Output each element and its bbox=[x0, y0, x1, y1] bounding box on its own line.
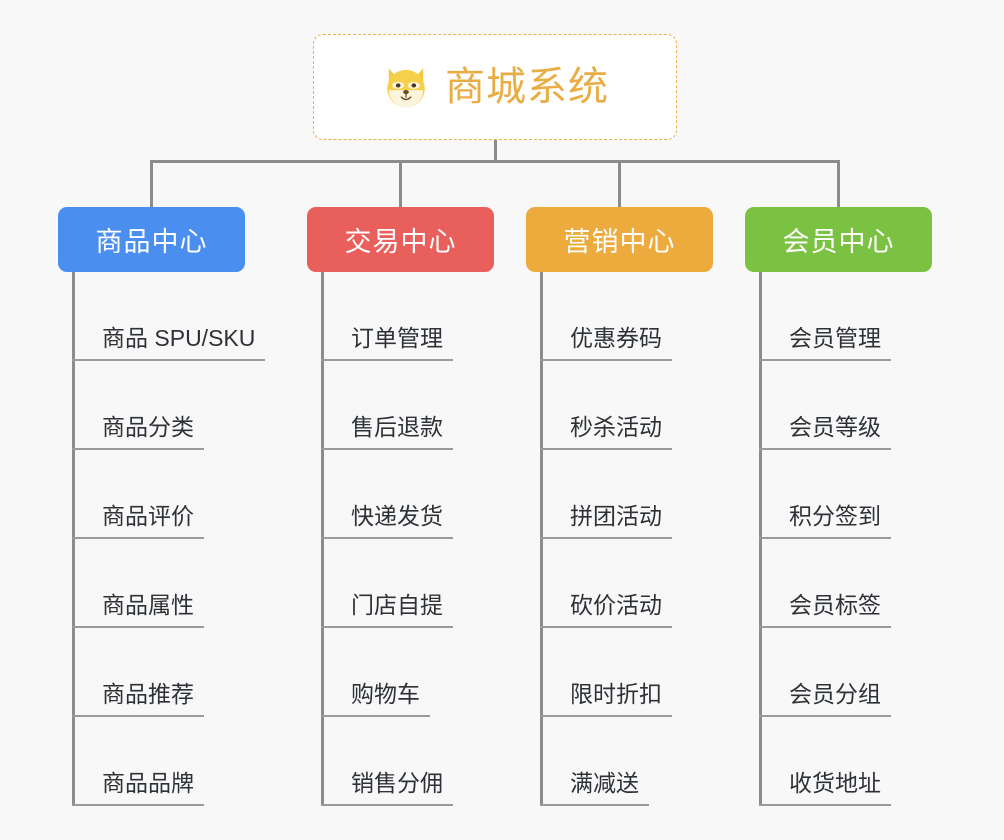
leaf-label: 商品 SPU/SKU bbox=[72, 325, 266, 361]
list-item[interactable]: 会员等级 bbox=[759, 361, 1004, 450]
list-item[interactable]: 销售分佣 bbox=[321, 717, 581, 806]
list-item[interactable]: 会员标签 bbox=[759, 539, 1004, 628]
list-item[interactable]: 门店自提 bbox=[321, 539, 581, 628]
leaf-label: 限时折扣 bbox=[540, 681, 672, 717]
root-title: 商城系统 bbox=[445, 65, 609, 109]
list-item[interactable]: 砍价活动 bbox=[540, 539, 800, 628]
leaf-label: 积分签到 bbox=[759, 503, 891, 539]
list-item[interactable]: 会员管理 bbox=[759, 272, 1004, 361]
connector-drop-3 bbox=[618, 160, 621, 207]
branch-header-product[interactable]: 商品中心 bbox=[58, 207, 245, 272]
list-item[interactable]: 满减送 bbox=[540, 717, 800, 806]
list-item[interactable]: 售后退款 bbox=[321, 361, 581, 450]
branch-trunk bbox=[540, 272, 543, 806]
leaf-label: 商品品牌 bbox=[72, 770, 204, 806]
list-item[interactable]: 优惠券码 bbox=[540, 272, 800, 361]
branch-trunk bbox=[72, 272, 75, 806]
leaf-label: 商品评价 bbox=[72, 503, 204, 539]
leaf-label: 售后退款 bbox=[321, 414, 453, 450]
connector-drop-1 bbox=[150, 160, 153, 207]
list-item[interactable]: 商品属性 bbox=[72, 539, 332, 628]
leaf-label: 订单管理 bbox=[321, 325, 453, 361]
leaf-label: 砍价活动 bbox=[540, 592, 672, 628]
leaf-label: 商品分类 bbox=[72, 414, 204, 450]
leaf-label: 商品属性 bbox=[72, 592, 204, 628]
root-node[interactable]: 商城系统 bbox=[313, 34, 677, 140]
connector-bus bbox=[150, 160, 840, 163]
branch-header-label: 商品中心 bbox=[95, 227, 208, 257]
leaf-list-product: 商品 SPU/SKU 商品分类 商品评价 商品属性 商品推荐 商品品牌 bbox=[72, 272, 332, 806]
list-item[interactable]: 商品推荐 bbox=[72, 628, 332, 717]
branch-trunk bbox=[321, 272, 324, 806]
leaf-list-member: 会员管理 会员等级 积分签到 会员标签 会员分组 收货地址 bbox=[759, 272, 1004, 806]
leaf-label: 快递发货 bbox=[321, 503, 453, 539]
list-item[interactable]: 商品分类 bbox=[72, 361, 332, 450]
leaf-label: 优惠券码 bbox=[540, 325, 672, 361]
branch-header-member[interactable]: 会员中心 bbox=[745, 207, 932, 272]
leaf-label: 销售分佣 bbox=[321, 770, 453, 806]
list-item[interactable]: 订单管理 bbox=[321, 272, 581, 361]
list-item[interactable]: 秒杀活动 bbox=[540, 361, 800, 450]
branch-header-trade[interactable]: 交易中心 bbox=[307, 207, 494, 272]
leaf-label: 拼团活动 bbox=[540, 503, 672, 539]
leaf-list-marketing: 优惠券码 秒杀活动 拼团活动 砍价活动 限时折扣 满减送 bbox=[540, 272, 800, 806]
list-item[interactable]: 收货地址 bbox=[759, 717, 1004, 806]
leaf-label: 会员分组 bbox=[759, 681, 891, 717]
leaf-list-trade: 订单管理 售后退款 快递发货 门店自提 购物车 销售分佣 bbox=[321, 272, 581, 806]
leaf-label: 会员等级 bbox=[759, 414, 891, 450]
list-item[interactable]: 快递发货 bbox=[321, 450, 581, 539]
branch-header-label: 营销中心 bbox=[563, 227, 676, 257]
list-item[interactable]: 会员分组 bbox=[759, 628, 1004, 717]
leaf-label: 购物车 bbox=[321, 681, 430, 717]
leaf-label: 商品推荐 bbox=[72, 681, 204, 717]
connector-drop-2 bbox=[399, 160, 402, 207]
list-item[interactable]: 限时折扣 bbox=[540, 628, 800, 717]
shiba-dog-face-icon bbox=[381, 62, 431, 112]
branch-trunk bbox=[759, 272, 762, 806]
leaf-label: 门店自提 bbox=[321, 592, 453, 628]
connector-drop-4 bbox=[837, 160, 840, 207]
list-item[interactable]: 积分签到 bbox=[759, 450, 1004, 539]
list-item[interactable]: 拼团活动 bbox=[540, 450, 800, 539]
leaf-label: 满减送 bbox=[540, 770, 649, 806]
list-item[interactable]: 商品评价 bbox=[72, 450, 332, 539]
branch-header-label: 会员中心 bbox=[782, 227, 895, 257]
leaf-label: 收货地址 bbox=[759, 770, 891, 806]
list-item[interactable]: 商品 SPU/SKU bbox=[72, 272, 332, 361]
connector-root-drop bbox=[494, 140, 497, 162]
list-item[interactable]: 商品品牌 bbox=[72, 717, 332, 806]
branch-header-label: 交易中心 bbox=[344, 227, 457, 257]
leaf-label: 秒杀活动 bbox=[540, 414, 672, 450]
leaf-label: 会员标签 bbox=[759, 592, 891, 628]
list-item[interactable]: 购物车 bbox=[321, 628, 581, 717]
branch-header-marketing[interactable]: 营销中心 bbox=[526, 207, 713, 272]
leaf-label: 会员管理 bbox=[759, 325, 891, 361]
